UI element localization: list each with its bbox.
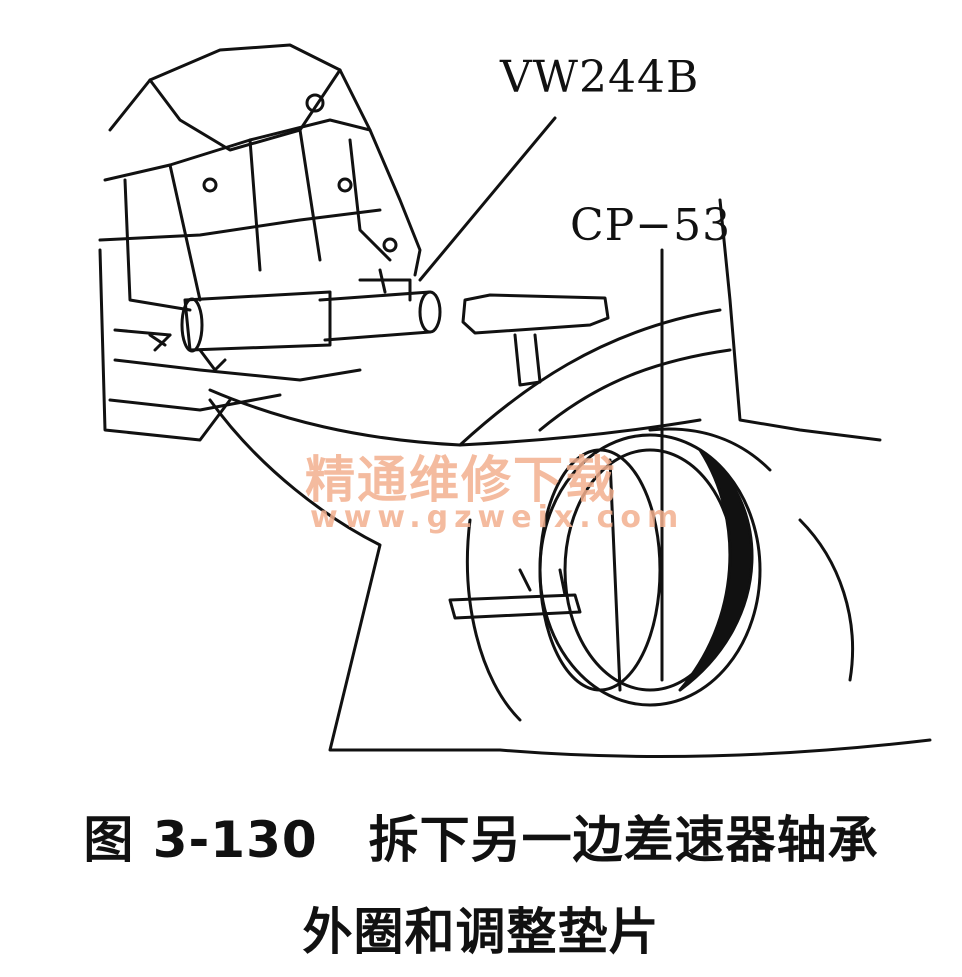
watermark-text: 精通维修下载	[305, 451, 617, 509]
leader-line-vw244b	[418, 116, 557, 282]
puller-tool	[180, 268, 442, 372]
gearbox-housing	[98, 43, 422, 442]
figure-caption-line-2: 外圈和调整垫片	[302, 903, 660, 961]
label-vw244b: VW244B	[500, 52, 700, 103]
technical-illustration	[98, 43, 932, 759]
label-cp53: CP−53	[570, 200, 732, 251]
differential-housing	[208, 198, 932, 759]
bearing-outer-race	[538, 433, 762, 707]
watermark-url: www.gzweix.com	[310, 500, 685, 535]
figure-caption-line-1: 图 3-130 拆下另一边差速器轴承	[83, 811, 879, 869]
t-handle-tool	[461, 293, 610, 387]
